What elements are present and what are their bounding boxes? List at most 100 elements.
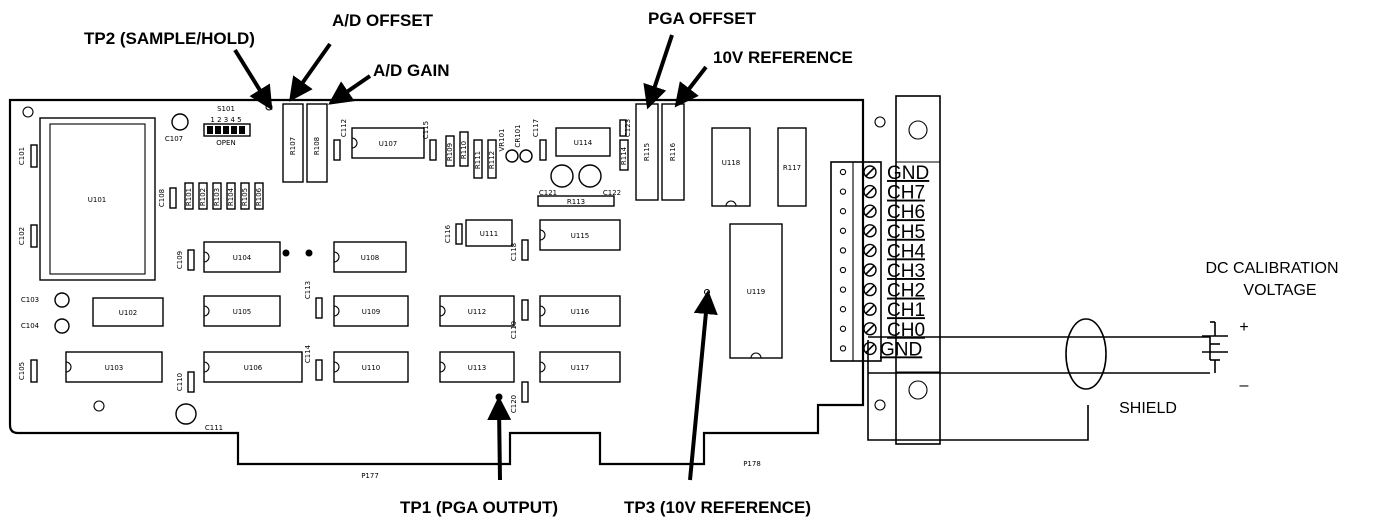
svg-text:U117: U117 — [571, 364, 589, 372]
terminal-label: GND — [880, 339, 922, 360]
board-outline — [8, 98, 865, 466]
battery-plus: + — [1239, 319, 1248, 336]
resistor-r116: R116 — [661, 103, 685, 201]
callout-ad-offset: A/D OFFSET — [332, 11, 434, 30]
svg-text:C118: C118 — [510, 243, 518, 261]
svg-text:C112: C112 — [340, 119, 348, 137]
svg-text:R108: R108 — [313, 137, 321, 155]
svg-text:R114: R114 — [620, 146, 628, 165]
svg-text:C114: C114 — [304, 344, 312, 363]
callout-ad-gain: A/D GAIN — [373, 61, 450, 80]
callout-pga-offset: PGA OFFSET — [648, 9, 757, 28]
test-point-tp1 — [495, 393, 503, 401]
svg-text:R106: R106 — [255, 187, 263, 206]
svg-text:R107: R107 — [289, 137, 297, 155]
terminal-label: CH1 — [887, 300, 925, 321]
capacitor-c109: C109 — [176, 249, 195, 271]
callout-tp3: TP3 (10V REFERENCE) — [624, 498, 811, 517]
svg-text:C121: C121 — [539, 189, 557, 197]
capacitor-c108: C108 — [158, 187, 177, 209]
mount-hole — [93, 400, 105, 412]
terminal-label: CH2 — [887, 281, 925, 302]
svg-text:R109: R109 — [446, 143, 454, 161]
external-wiring — [867, 318, 1228, 441]
terminal-label: CH3 — [887, 261, 925, 282]
terminal-screw-slot — [865, 324, 875, 334]
terminal-gnd-9: GND — [839, 339, 922, 360]
capacitor-c117: C117 — [532, 119, 547, 161]
svg-text:C115: C115 — [422, 121, 430, 139]
shield-sleeve — [1065, 318, 1107, 390]
callout-tp1: TP1 (PGA OUTPUT) — [400, 498, 558, 517]
terminal-gnd-0: GND — [839, 163, 929, 184]
terminal-label: CH0 — [887, 320, 925, 341]
test-point-tp3 — [703, 288, 711, 296]
terminal-ch0-8: CH0 — [839, 320, 925, 341]
terminal-ch5-3: CH5 — [839, 222, 925, 243]
chip-u108: U108 — [333, 241, 407, 273]
capacitor-c120: C120 — [510, 381, 529, 413]
terminal-pin — [839, 325, 847, 332]
svg-text:U118: U118 — [722, 159, 740, 167]
svg-text:C117: C117 — [532, 119, 540, 137]
dip-switch-s101: S101 1 2 3 4 5 OPEN — [203, 105, 251, 147]
svg-text:C119: C119 — [510, 321, 518, 339]
chip-u111: U111 — [465, 219, 513, 247]
svg-text:R105: R105 — [241, 188, 249, 206]
capacitor-c114: C114 — [304, 344, 323, 381]
svg-text:CR101: CR101 — [514, 124, 522, 147]
terminal-pin — [839, 306, 847, 313]
resistor-r108: R108 — [306, 103, 328, 183]
svg-text:U101: U101 — [88, 196, 106, 204]
svg-text:U112: U112 — [468, 308, 486, 316]
svg-text:R111: R111 — [474, 151, 482, 169]
svg-text:C116: C116 — [444, 224, 452, 243]
chip-u110: U110 — [333, 351, 409, 383]
capacitor-c112: C112 — [333, 119, 348, 161]
capacitor-cr101: CR101 — [505, 124, 533, 163]
dc-voltage-label: VOLTAGE — [1243, 282, 1316, 299]
terminal-pin — [839, 188, 847, 195]
chip-u104: U104 — [203, 241, 281, 273]
resistor-group-2: R109 R110 R111 R112 R114 VR101 — [445, 128, 629, 179]
terminal-pin — [839, 247, 847, 254]
svg-text:U107: U107 — [379, 140, 397, 148]
svg-text:C108: C108 — [158, 189, 166, 207]
svg-text:C120: C120 — [510, 395, 518, 413]
terminal-pin — [839, 208, 847, 215]
capacitor-c110: C110 — [176, 371, 195, 393]
svg-text:C105: C105 — [18, 362, 26, 380]
chip-u119: U119 — [729, 223, 783, 359]
svg-text:U102: U102 — [119, 309, 137, 317]
chip-u103: U103 — [65, 351, 163, 383]
resistor-bank: R101 R102 R103 R104 R105 R106 — [184, 182, 264, 210]
terminal-ch3-5: CH3 — [839, 261, 925, 282]
chip-u107: U107 — [351, 127, 425, 159]
solder-dot — [305, 249, 313, 257]
terminal-label: CH6 — [887, 202, 925, 223]
terminal-ch4-4: CH4 — [839, 241, 925, 262]
chip-u116: U116 — [539, 295, 621, 327]
chip-u117: U117 — [539, 351, 621, 383]
svg-text:U116: U116 — [571, 308, 590, 316]
callout-10v-reference: 10V REFERENCE — [713, 48, 853, 67]
resistor-r115: R115 — [635, 103, 659, 201]
terminal-block — [830, 161, 882, 362]
svg-text:U113: U113 — [468, 364, 486, 372]
capacitor-c104: C104 — [21, 318, 70, 334]
capacitor-c121: C121 — [539, 164, 574, 197]
svg-text:U114: U114 — [574, 139, 593, 147]
terminal-pin — [839, 227, 847, 234]
chip-u105: U105 — [203, 295, 281, 327]
terminal-ch2-6: CH2 — [839, 281, 925, 302]
svg-text:R101: R101 — [185, 188, 193, 206]
terminal-label: GND — [887, 163, 929, 184]
svg-text:U109: U109 — [362, 308, 380, 316]
terminal-pin — [839, 168, 847, 176]
svg-text:U108: U108 — [361, 254, 379, 262]
solder-dot — [282, 249, 290, 257]
svg-text:C109: C109 — [176, 251, 184, 269]
chip-u113: U113 — [439, 351, 515, 383]
